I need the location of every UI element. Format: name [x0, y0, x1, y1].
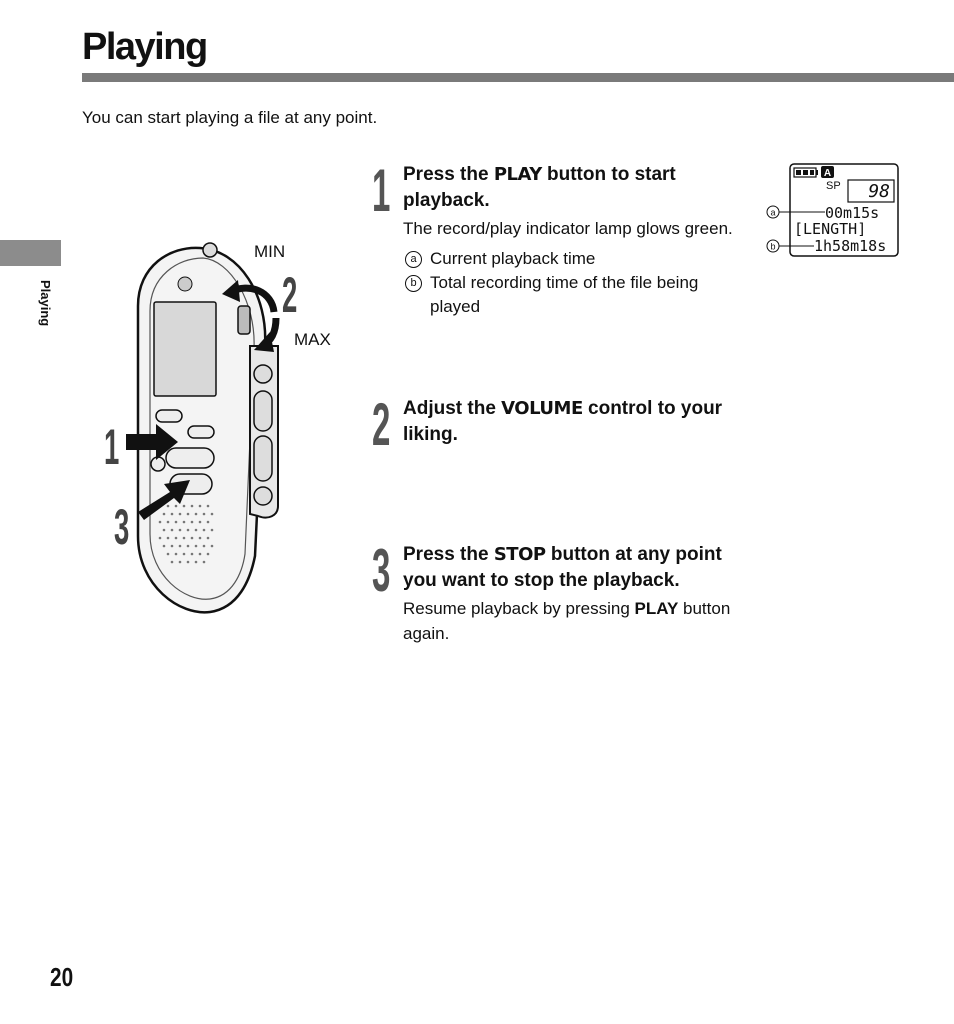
step-number: 2 [372, 391, 391, 458]
step-number: 1 [372, 157, 391, 224]
lcd-folder: A [824, 168, 831, 179]
stop-keyword: STOP [493, 544, 546, 565]
play-keyword: PLAY [493, 164, 542, 185]
page-title: Playing [82, 26, 208, 68]
marker-a-icon: a [770, 208, 775, 218]
marker-a-icon: a [405, 251, 422, 268]
lcd-length-label: [LENGTH] [794, 220, 866, 238]
side-tab [0, 240, 61, 266]
lcd-mode: SP [826, 180, 841, 192]
recorder-drawing [126, 242, 280, 614]
side-tab-label: Playing [38, 280, 53, 327]
step-3: 3 Press the STOP button at any point you… [372, 537, 752, 646]
marker-b-icon: b [770, 242, 775, 252]
recorder-illustration: MIN MAX 1 2 3 [90, 236, 340, 621]
step-heading: Press the STOP button at any point you w… [403, 544, 722, 591]
lcd-current-time: 00m15s [825, 204, 879, 222]
step-heading: Adjust the VOLUME control to your liking… [403, 398, 723, 445]
lcd-drawing: A SP 98 a 00m15s [LENGTH] b 1h58m18s [766, 163, 899, 257]
lcd-total-time: 1h58m18s [814, 237, 886, 255]
volume-keyword: VOLUME [501, 398, 583, 419]
lcd-display: A SP 98 a 00m15s [LENGTH] b 1h58m18s [762, 160, 902, 265]
legend-item-a: a Current playback time [403, 247, 752, 271]
intro-text: You can start playing a file at any poin… [82, 108, 378, 127]
lcd-file-number: 98 [868, 181, 890, 202]
callout-3: 3 [114, 499, 130, 555]
legend: a Current playback time b Total recordin… [403, 247, 752, 319]
step-1: 1 Press the PLAY button to start playbac… [372, 157, 752, 319]
volume-min-label: MIN [254, 242, 286, 261]
callout-1: 1 [104, 419, 120, 475]
step-heading: Press the PLAY button to start playback. [403, 164, 676, 211]
callout-2: 2 [282, 267, 298, 323]
page-number: 20 [50, 962, 74, 992]
step-text: The record/play indicator lamp glows gre… [403, 219, 733, 238]
volume-max-label: MAX [294, 330, 331, 349]
marker-b-icon: b [405, 275, 422, 292]
step-text: Resume playback by pressing PLAY button … [403, 599, 731, 643]
step-2: 2 Adjust the VOLUME control to your liki… [372, 395, 752, 455]
step-number: 3 [372, 537, 391, 604]
title-rule [82, 73, 954, 82]
legend-item-b: b Total recording time of the file being… [403, 271, 752, 319]
